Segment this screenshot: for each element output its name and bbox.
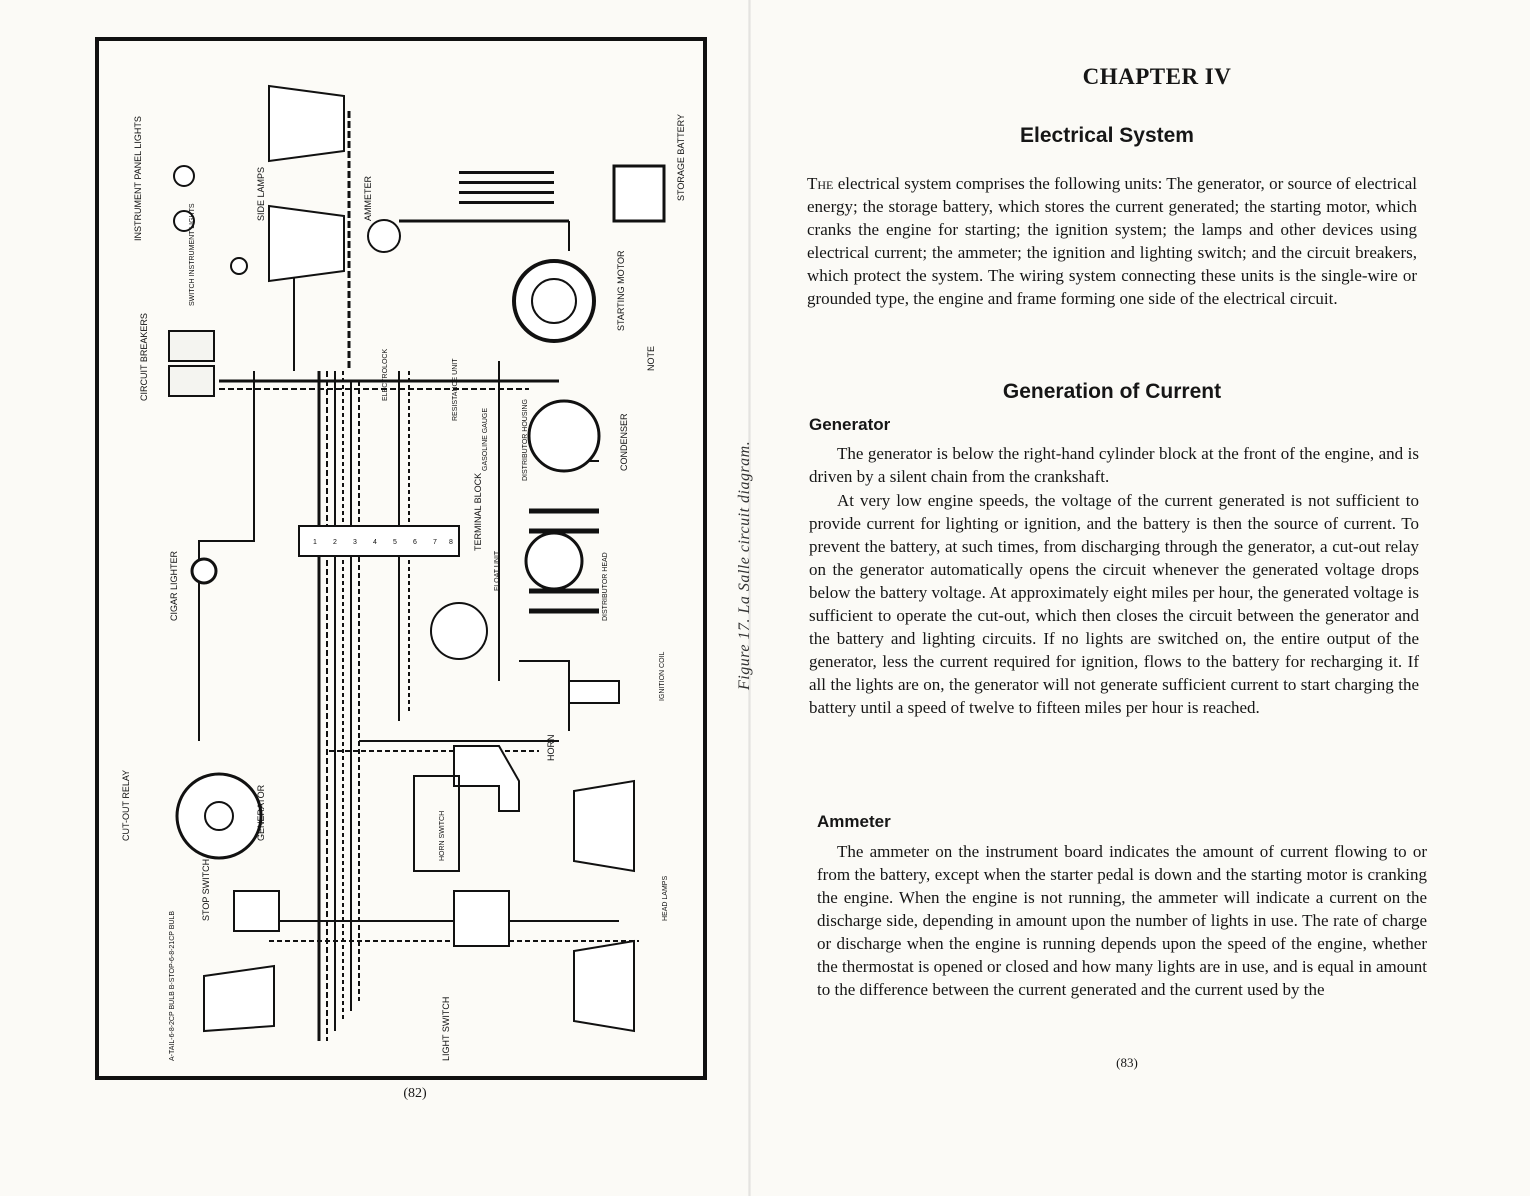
label-light-switch: LIGHT SWITCH: [441, 997, 451, 1061]
terminal-4: 4: [373, 539, 377, 546]
terminal-2: 2: [333, 539, 337, 546]
label-ammeter: AMMETER: [363, 175, 373, 221]
section-title: Electrical System: [1020, 124, 1194, 147]
book-gutter: [748, 0, 751, 1196]
label-terminal-block: TERMINAL BLOCK: [473, 473, 483, 551]
label-storage-battery: STORAGE BATTERY: [676, 114, 686, 201]
label-resistance-unit: RESISTANCE UNIT: [452, 358, 459, 421]
label-distributor-head: DISTRIBUTOR HEAD: [602, 552, 609, 621]
label-distributor-housing: DISTRIBUTOR HOUSING: [522, 399, 529, 481]
terminal-6: 6: [413, 539, 417, 546]
terminal-5: 5: [393, 539, 397, 546]
intro-body: electrical system comprises the followin…: [807, 174, 1417, 308]
ammeter-paragraph: The ammeter on the instrument board indi…: [817, 842, 1427, 999]
label-horn: HORN: [546, 735, 556, 762]
terminal-1: 1: [313, 539, 317, 546]
label-note: NOTE: [646, 346, 656, 371]
label-cigar-lighter: CIGAR LIGHTER: [169, 550, 179, 621]
label-condenser: CONDENSER: [619, 413, 629, 471]
label-horn-switch: HORN SWITCH: [439, 811, 446, 861]
subsection-title: Generation of Current: [1002, 380, 1222, 403]
left-page: INSTRUMENT PANEL LIGHTS SIDE LAMPS SWITC…: [0, 0, 753, 1196]
right-page: CHAPTER IV Electrical System The electri…: [752, 0, 1530, 1196]
generator-heading: Generator: [809, 415, 891, 434]
label-float-unit: FLOAT UNIT: [494, 550, 501, 591]
circuit-diagram: INSTRUMENT PANEL LIGHTS SIDE LAMPS SWITC…: [95, 37, 707, 1080]
ammeter-heading: Ammeter: [817, 812, 891, 831]
terminal-3: 3: [353, 539, 357, 546]
generator-paragraph-1: The generator is below the right-hand cy…: [809, 444, 1419, 486]
label-stop-switch: STOP SWITCH: [201, 859, 211, 921]
label-generator: GENERATOR: [256, 784, 266, 841]
label-side-lamps: SIDE LAMPS: [256, 167, 266, 221]
label-switch-instrument-lights: SWITCH INSTRUMENT LIGHTS: [189, 203, 196, 306]
chapter-title: CHAPTER IV: [1082, 64, 1232, 89]
page-number-right: (83): [1116, 1055, 1138, 1070]
label-tail-stop-bulbs: A-TAIL-6-8-2CP BULB B-STOP-6-8-21CP BULB: [169, 911, 176, 1061]
page-number-left: (82): [403, 1086, 427, 1101]
label-circuit-breakers: CIRCUIT BREAKERS: [139, 313, 149, 401]
generator-paragraph-2: At very low engine speeds, the voltage o…: [809, 491, 1419, 717]
label-cut-out-relay: CUT-OUT RELAY: [121, 770, 131, 841]
terminal-8: 8: [449, 539, 453, 546]
label-instrument-panel-lights: INSTRUMENT PANEL LIGHTS: [133, 116, 143, 241]
label-electrolock: ELECTROLOCK: [382, 349, 389, 401]
label-starting-motor: STARTING MOTOR: [616, 250, 626, 331]
label-ignition-coil: IGNITION COIL: [659, 652, 666, 702]
label-gasoline-gauge: GASOLINE GAUGE: [482, 408, 489, 471]
wiring-diagram-graphic: INSTRUMENT PANEL LIGHTS SIDE LAMPS SWITC…: [121, 84, 686, 1061]
label-head-lamps: HEAD LAMPS: [662, 876, 669, 921]
intro-paragraph: The electrical system comprises the foll…: [807, 172, 1417, 310]
terminal-7: 7: [433, 539, 437, 546]
intro-lead: The: [807, 174, 834, 193]
